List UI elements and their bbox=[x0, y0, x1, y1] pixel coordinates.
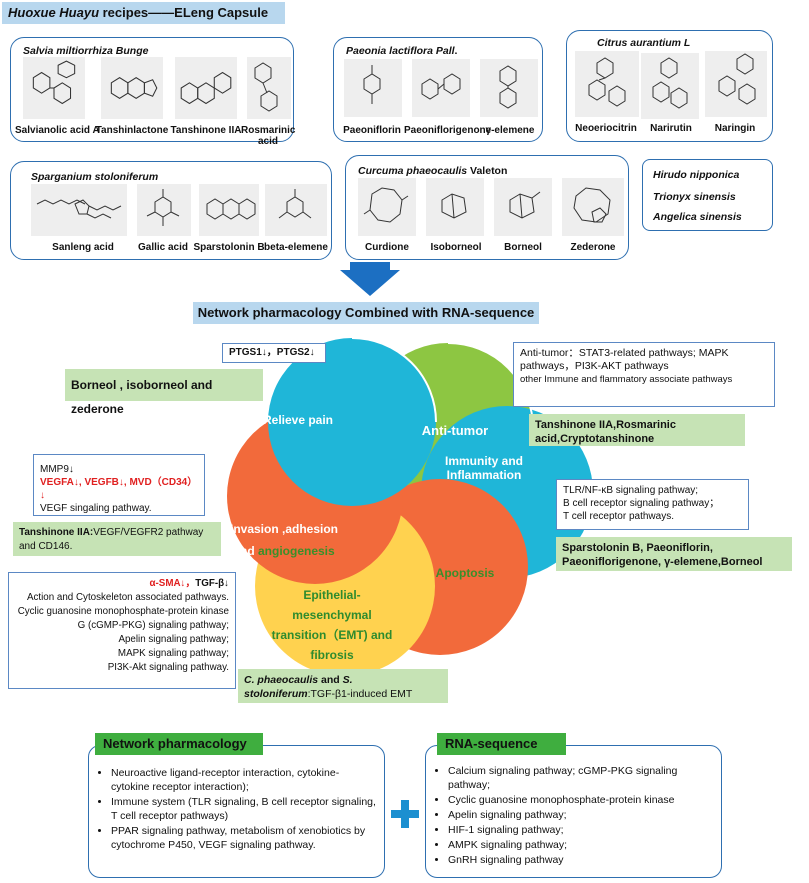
compound-label: Isoborneol bbox=[430, 242, 482, 253]
compound-label: Tanshinone IIA bbox=[170, 125, 242, 136]
anti-tumor-label: Anti-tumor bbox=[421, 423, 489, 438]
compound-structure bbox=[175, 57, 237, 119]
compound-structure bbox=[358, 178, 416, 236]
compound-label: Curdione bbox=[365, 242, 409, 253]
paeonia-box: Paeonia lactiflora Pall. Paeoniflorin Pa… bbox=[333, 37, 543, 142]
other-herbs-box: Hirudo nipponica Trionyx sinensis Angeli… bbox=[642, 159, 773, 231]
plus-icon bbox=[391, 800, 419, 828]
compound-label: Neoeriocitrin bbox=[575, 123, 637, 134]
rna-item: HIF-1 signaling pathway; bbox=[448, 823, 713, 837]
compound-structure bbox=[494, 178, 552, 236]
salvia-name: Salvia miltiorrhiza Bunge bbox=[23, 45, 149, 57]
compound-structure bbox=[641, 53, 699, 119]
ptgs-note: PTGS1↓，PTGS2↓ bbox=[222, 343, 326, 363]
network-pharmacology-header: Network pharmacology bbox=[95, 733, 263, 755]
borneol-note: Borneol , isoborneol and zederone bbox=[65, 369, 263, 416]
rna-item: Apelin signaling pathway; bbox=[448, 808, 713, 822]
compound-label: Salvianolic acid A bbox=[15, 125, 100, 136]
compound-structure bbox=[480, 59, 538, 117]
tanshinone-group-note: Tanshinone IIA,Rosmarinic acid,Cryptotan… bbox=[529, 414, 745, 446]
compound-structure bbox=[575, 51, 639, 117]
rna-item: Calcium signaling pathway; cGMP-PKG sign… bbox=[448, 764, 713, 792]
compound-structure bbox=[705, 51, 767, 117]
sparganium-name: Sparganium stoloniferum bbox=[31, 171, 159, 183]
relieve-pain-label: Relieve pain bbox=[262, 413, 334, 427]
compound-label: Gallic acid bbox=[137, 242, 189, 253]
np-item: PPAR signaling pathway, metabolism of xe… bbox=[111, 824, 376, 852]
tanshinone-iia-note: Tanshinone IIA:VEGF/VEGFR2 pathway and C… bbox=[13, 522, 221, 556]
compound-structure bbox=[562, 178, 624, 236]
vegf-note: MMP9↓ VEGFA↓, VEGFB↓, MVD（CD34）↓ VEGF si… bbox=[33, 454, 205, 516]
compound-structure bbox=[31, 184, 127, 236]
paeonia-name: Paeonia lactiflora Pall. bbox=[346, 45, 458, 57]
citrus-box: Citrus aurantium L Neoeriocitrin Narirut… bbox=[566, 30, 773, 142]
rna-item: AMPK signaling pathway; bbox=[448, 838, 713, 852]
compound-structure bbox=[247, 57, 291, 119]
rna-sequence-box: Calcium signaling pathway; cGMP-PKG sign… bbox=[425, 745, 722, 878]
compound-label: beta-elemene bbox=[264, 242, 328, 253]
rna-item: GnRH signaling pathway bbox=[448, 853, 713, 867]
compound-structure bbox=[199, 184, 259, 236]
tlr-note: TLR/NF-κB signaling pathway;B cell recep… bbox=[556, 479, 749, 530]
compound-label: Narirutin bbox=[650, 123, 692, 134]
apoptosis-label: Apoptosis bbox=[435, 566, 495, 580]
curcuma-name: Curcuma phaeocaulis Valeton bbox=[358, 165, 508, 177]
compound-structure bbox=[412, 59, 470, 117]
curcuma-box: Curcuma phaeocaulis Valeton Curdione Iso… bbox=[345, 155, 629, 260]
network-pharmacology-banner: Network pharmacology Combined with RNA-s… bbox=[193, 302, 539, 324]
rna-sequence-header: RNA-sequence bbox=[437, 733, 566, 755]
compound-structure bbox=[344, 59, 402, 117]
compound-structure bbox=[426, 178, 484, 236]
sparganium-box: Sparganium stoloniferum Sanleng acid Gal… bbox=[10, 161, 332, 260]
herb-name: Angelica sinensis bbox=[653, 211, 742, 223]
page-title: Huoxue Huayu recipes——ELeng Capsule bbox=[2, 2, 285, 24]
compound-structure bbox=[101, 57, 163, 119]
down-arrow-icon bbox=[340, 262, 400, 296]
immunity-label: Immunity and Inflammation bbox=[444, 454, 523, 482]
compound-label: Paeoniflorin bbox=[343, 125, 401, 136]
emt-label: Epithelial-mesenchymal transition（EMT) a… bbox=[271, 588, 393, 662]
compound-structure bbox=[137, 184, 191, 236]
compound-label: γ-elemene bbox=[485, 125, 535, 136]
compound-structure bbox=[23, 57, 85, 119]
compound-label: Sanleng acid bbox=[52, 242, 114, 253]
phaeocaulis-note: C. phaeocaulis and S. stoloniferum:TGF-β… bbox=[238, 669, 448, 703]
compound-label: Zederone bbox=[570, 242, 616, 253]
antitumor-note: Anti-tumor：STAT3-related pathways; MAPK … bbox=[513, 342, 775, 407]
compound-label: Rosmarinic acid bbox=[241, 125, 296, 147]
salvia-box: Salvia miltiorrhiza Bunge Salvianolic ac… bbox=[10, 37, 295, 147]
herb-name: Trionyx sinensis bbox=[653, 191, 736, 203]
np-item: Immune system (TLR signaling, B cell rec… bbox=[111, 795, 376, 823]
sparstolonin-note: Sparstolonin B, Paeoniflorin, Paeoniflor… bbox=[556, 537, 792, 571]
np-item: Neuroactive ligand-receptor interaction,… bbox=[111, 766, 376, 794]
compound-structure bbox=[265, 184, 327, 236]
herb-name: Hirudo nipponica bbox=[653, 169, 740, 181]
compound-label: Borneol bbox=[504, 242, 542, 253]
rna-item: Cyclic guanosine monophosphate-protein k… bbox=[448, 793, 713, 807]
emt-note: α-SMA↓，TGF-β↓ Action and Cytoskeleton as… bbox=[8, 572, 236, 689]
compound-label: Naringin bbox=[714, 123, 756, 134]
citrus-name: Citrus aurantium L bbox=[597, 37, 691, 49]
petal-blue-top bbox=[268, 338, 436, 506]
network-pharmacology-box: Neuroactive ligand-receptor interaction,… bbox=[88, 745, 385, 878]
compound-label: Tanshinlactone bbox=[95, 125, 169, 136]
compound-label: Paeoniflorigenone bbox=[404, 125, 492, 136]
compound-label: Sparstolonin B bbox=[193, 242, 265, 253]
